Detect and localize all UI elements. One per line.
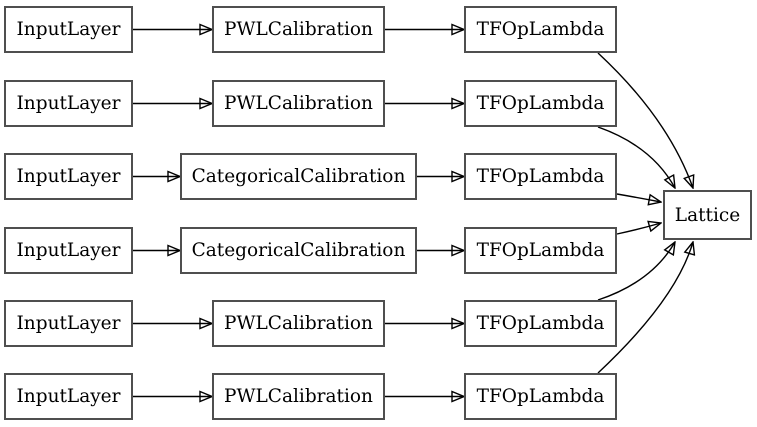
node-tfop-lambda-row5: TFOpLambda: [464, 300, 617, 347]
node-input-layer-row1: InputLayer: [4, 6, 133, 53]
node-lattice-output: Lattice: [663, 190, 752, 240]
node-tfop-lambda-row3: TFOpLambda: [464, 153, 617, 200]
node-input-layer-row3: InputLayer: [4, 153, 133, 200]
node-input-layer-row6: InputLayer: [4, 373, 133, 420]
node-pwl-calibration-row2: PWLCalibration: [212, 80, 385, 127]
node-tfop-lambda-row2: TFOpLambda: [464, 80, 617, 127]
edge-lambda-lattice-row6: [597, 242, 693, 374]
edge-lambda-lattice-row1: [597, 52, 693, 188]
edge-lambda-lattice-row4: [616, 223, 661, 235]
edge-lambda-lattice-row2: [597, 126, 675, 188]
node-pwl-calibration-row6: PWLCalibration: [212, 373, 385, 420]
node-tfop-lambda-row6: TFOpLambda: [464, 373, 617, 420]
edge-lambda-lattice-row5: [597, 242, 675, 301]
node-tfop-lambda-row4: TFOpLambda: [464, 227, 617, 274]
edge-lambda-lattice-row3: [616, 193, 661, 202]
node-pwl-calibration-row1: PWLCalibration: [212, 6, 385, 53]
node-tfop-lambda-row1: TFOpLambda: [464, 6, 617, 53]
node-categorical-calibration-row4: CategoricalCalibration: [180, 227, 417, 274]
node-input-layer-row4: InputLayer: [4, 227, 133, 274]
node-pwl-calibration-row5: PWLCalibration: [212, 300, 385, 347]
node-categorical-calibration-row3: CategoricalCalibration: [180, 153, 417, 200]
node-input-layer-row2: InputLayer: [4, 80, 133, 127]
node-input-layer-row5: InputLayer: [4, 300, 133, 347]
